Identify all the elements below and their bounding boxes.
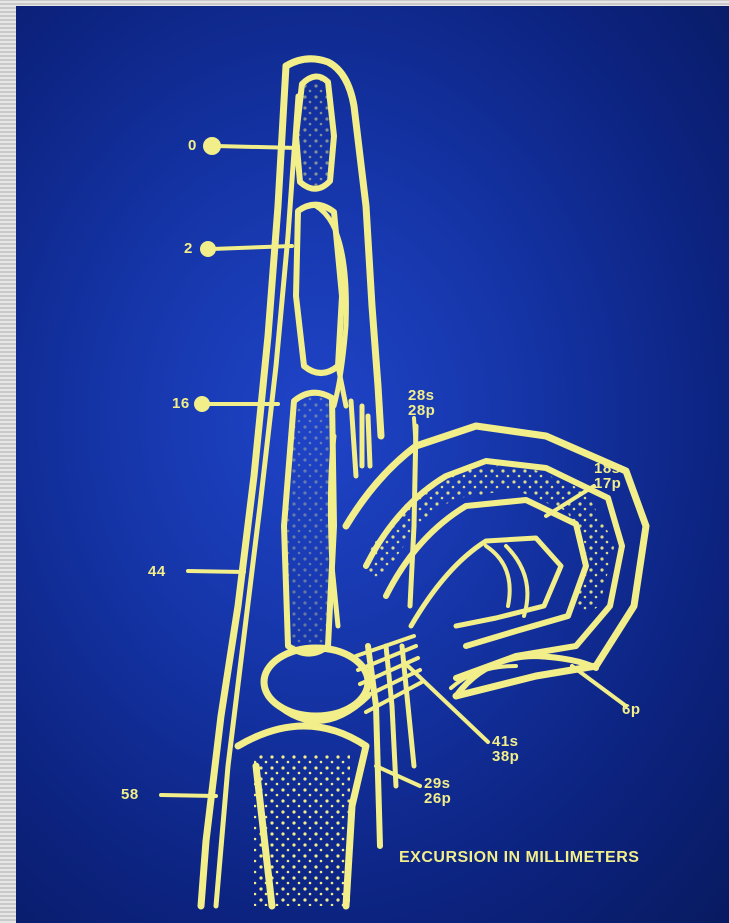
leader-line-E <box>161 795 216 796</box>
callout-label-I: 41s38p <box>492 734 519 764</box>
callout-label-H: 6p <box>622 702 641 717</box>
leader-line-A <box>216 146 298 148</box>
leader-line-B <box>212 246 292 249</box>
callout-label-A: 0 <box>188 138 197 153</box>
diagram-caption: EXCURSION IN MILLIMETERS <box>399 849 639 867</box>
leader-line-H <box>572 666 626 706</box>
callout-label-B: 2 <box>184 241 193 256</box>
leader-line-F <box>414 418 416 451</box>
callout-label-C: 16 <box>172 396 190 411</box>
callout-label-E: 58 <box>121 787 139 802</box>
diagram-slide: 0 2 16 44 58 28s28p 18s17p 6p 41s38p 29s… <box>16 6 729 923</box>
flexor-tendons <box>338 366 370 476</box>
callout-label-F: 28s28p <box>408 388 435 418</box>
leader-line-D <box>188 571 244 572</box>
callout-label-J: 29s26p <box>424 776 451 806</box>
proximal-phalanx <box>284 393 334 654</box>
callout-label-D: 44 <box>148 564 166 579</box>
callout-label-G: 18s17p <box>594 461 621 491</box>
distal-phalanx <box>296 76 334 188</box>
